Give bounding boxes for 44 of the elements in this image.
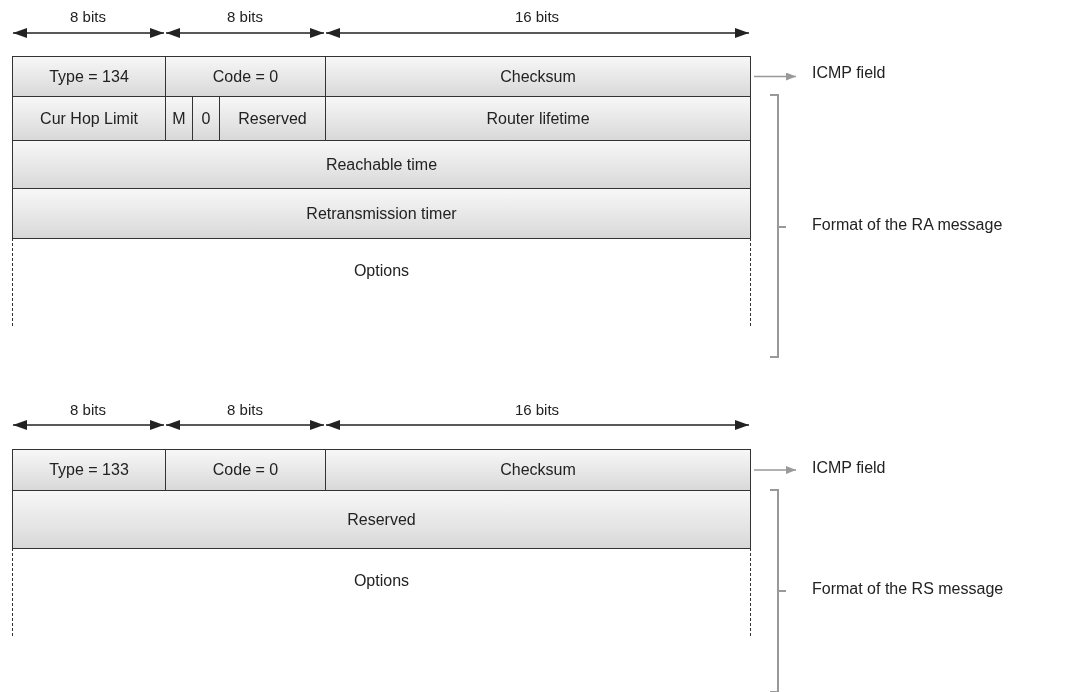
dimension-label: 16 bits (514, 8, 560, 25)
field-label: Code = 0 (212, 461, 279, 479)
dimension-label: 16 bits (514, 401, 560, 418)
field-cell (325, 96, 751, 141)
bracket-label: Format of the RA message (812, 216, 1003, 234)
bracket-label: Format of the RS message (812, 580, 1004, 598)
callout-label: ICMP field (812, 459, 886, 477)
field-label: Type = 133 (49, 461, 129, 479)
field-cell (325, 56, 751, 97)
field-cell (12, 56, 166, 97)
field-cell (12, 449, 166, 491)
field-label: Retransmission timer (306, 204, 457, 223)
field-label: Options (353, 262, 410, 280)
field-cell (12, 140, 751, 189)
field-cell (325, 449, 751, 491)
field-label: Options (353, 572, 410, 590)
field-label: Checksum (500, 67, 576, 86)
field-cell (12, 96, 166, 141)
field-cell (165, 56, 326, 97)
field-label: Checksum (500, 461, 576, 479)
field-cell (165, 96, 193, 141)
field-label: Reserved (238, 109, 307, 128)
dimension-label: 8 bits (227, 401, 263, 418)
field-label: Cur Hop Limit (40, 109, 138, 128)
dimension-label: 8 bits (227, 8, 263, 25)
dimension-label: 8 bits (70, 8, 106, 25)
field-label: Reachable time (325, 155, 438, 174)
field-label: Reserved (347, 510, 416, 529)
field-cell (165, 449, 326, 491)
callout-label: ICMP field (812, 64, 886, 82)
field-label: Code = 0 (212, 67, 279, 86)
field-label: 0 (201, 109, 211, 128)
field-label: Type = 134 (49, 67, 129, 86)
field-cell (12, 490, 751, 549)
options-area (12, 238, 751, 326)
dimension-label: 8 bits (70, 401, 106, 418)
field-cell (219, 96, 326, 141)
field-cell (12, 188, 751, 239)
arrow (753, 72, 797, 81)
field-label: M (172, 109, 186, 128)
arrow (753, 466, 797, 474)
field-label: Router lifetime (486, 109, 590, 128)
field-cell (192, 96, 220, 141)
options-area (12, 548, 751, 636)
